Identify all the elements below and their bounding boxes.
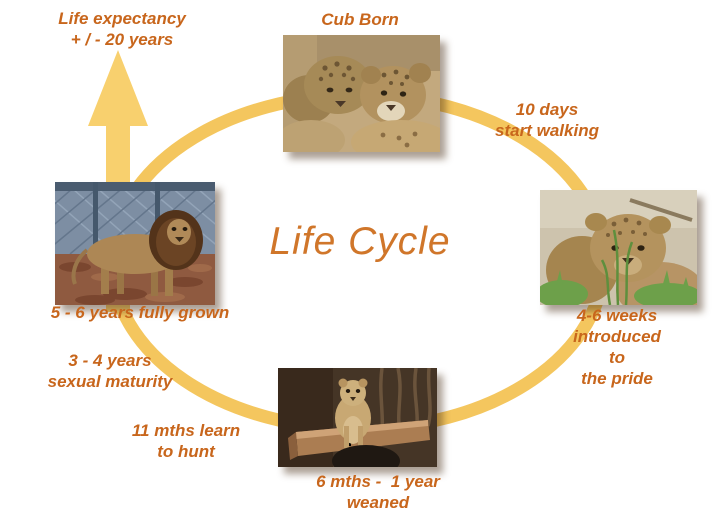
four-six-weeks-photo-art (540, 190, 697, 305)
cub-born-photo-art (283, 35, 440, 152)
label-ten-days-start-walking: 10 days start walking (495, 100, 599, 141)
lifespan-arrow (88, 50, 148, 312)
label-three-four-years-sexual-maturity: 3 - 4 years sexual maturity (47, 351, 173, 392)
diagram-title: Life Cycle (269, 220, 451, 263)
adult-lion-photo-art (55, 182, 215, 305)
six-months-photo-art (278, 368, 437, 467)
label-eleven-months-learn-to-hunt: 11 mths learn to hunt (131, 421, 241, 462)
label-life-expectancy: Life expectancy + / - 20 years (58, 9, 186, 50)
photo-cub-born (283, 35, 440, 152)
label-cub-born: Cub Born (321, 10, 399, 29)
photo-six-months-cub (278, 368, 437, 467)
label-four-six-weeks-pride: 4-6 weeks introduced to the pride (573, 306, 661, 389)
label-five-six-years-fully-grown: 5 - 6 years fully grown (50, 303, 230, 322)
photo-adult-lion (55, 182, 215, 305)
photo-four-six-weeks-cub (540, 190, 697, 305)
label-six-months-weaned: 6 mths - 1 year weaned (316, 472, 440, 513)
